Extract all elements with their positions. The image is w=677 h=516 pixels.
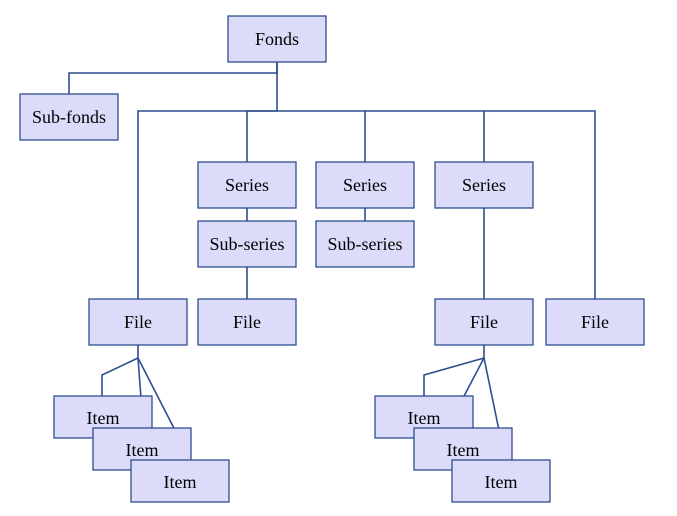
node-label: Series [462,175,506,195]
node-subseries2: Sub-series [315,220,415,268]
node-label: Item [447,440,480,460]
node-file3: File [434,298,534,346]
node-series2: Series [315,161,415,209]
edge-fonds-to-series3 [365,110,485,162]
node-box [434,298,534,346]
node-box [451,459,551,503]
node-box [315,161,415,209]
node-box [197,161,297,209]
node-box [227,15,327,63]
node-box [197,298,297,346]
node-file4: File [545,298,645,346]
node-box [434,161,534,209]
edge-fonds-to-series1 [246,110,277,162]
node-label: Item [87,408,120,428]
node-item3c: Item [451,459,551,503]
node-label: Item [126,440,159,460]
node-label: Series [225,175,269,195]
node-subfonds: Sub-fonds [19,93,119,141]
node-box [130,459,230,503]
node-label: File [124,312,152,332]
edge-file1-to-item1a [101,345,139,396]
edge-fonds-to-subfonds [68,62,278,94]
edge-fonds-to-file1 [137,62,278,299]
node-label: File [581,312,609,332]
node-box [197,220,297,268]
node-box [545,298,645,346]
node-label: Sub-fonds [32,107,106,127]
node-box [19,93,119,141]
node-fonds: Fonds [227,15,327,63]
node-file1: File [88,298,188,346]
node-series3: Series [434,161,534,209]
edge-fonds-to-file4 [484,110,596,299]
node-label: Fonds [255,29,299,49]
edge-file3-to-item3a [423,345,485,396]
node-label: Sub-series [210,234,285,254]
node-label: Sub-series [328,234,403,254]
node-box [315,220,415,268]
node-label: Item [408,408,441,428]
node-subseries1: Sub-series [197,220,297,268]
node-item1c: Item [130,459,230,503]
node-series1: Series [197,161,297,209]
node-label: File [233,312,261,332]
edge-fonds-to-series2 [277,110,366,162]
node-label: Item [485,472,518,492]
node-label: File [470,312,498,332]
node-box [88,298,188,346]
node-label: Series [343,175,387,195]
node-label: Item [164,472,197,492]
node-file2: File [197,298,297,346]
